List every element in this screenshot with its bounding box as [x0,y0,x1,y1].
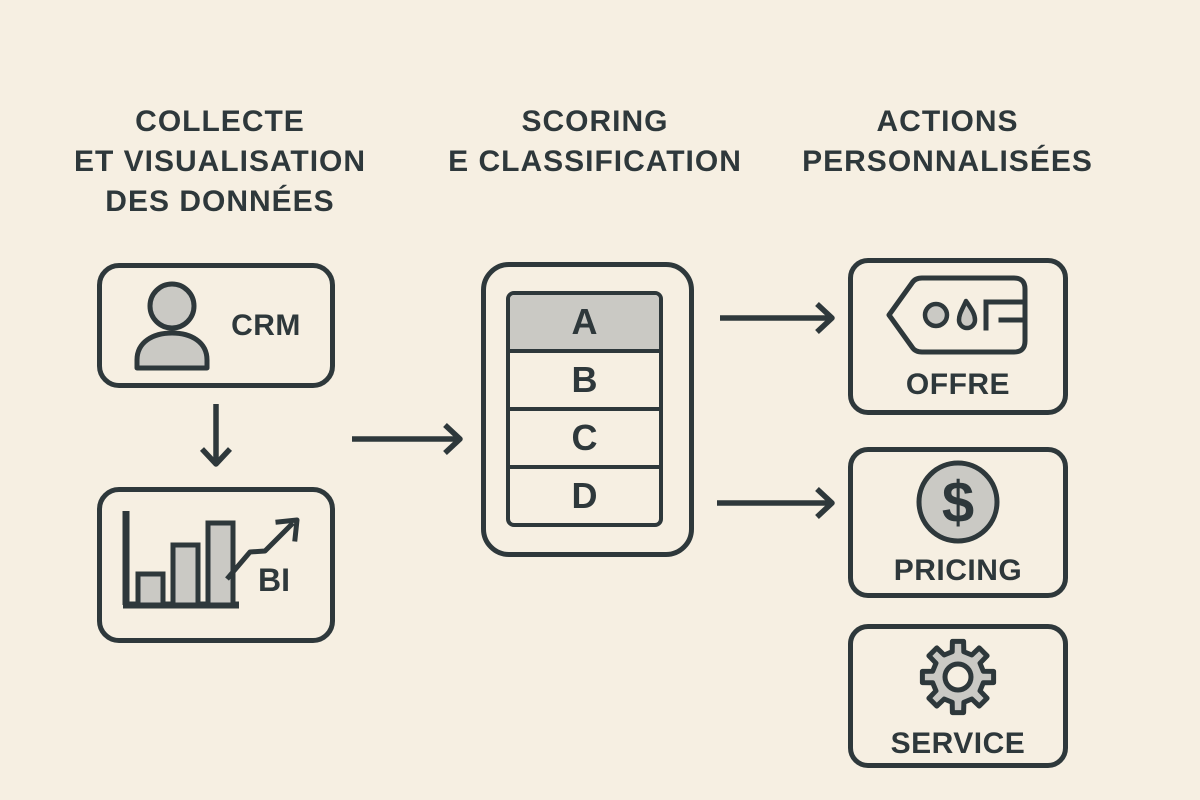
heading-line: COLLECTE [135,105,305,138]
offer-box: OFFRE [848,258,1068,415]
gear-icon [919,638,997,715]
bi-box: BI [97,487,335,643]
crm-label: CRM [231,308,301,342]
pricing-label: PRICING [893,553,1023,587]
heading-line: PERSONNALISÉES [802,145,1093,178]
arrow-crm-to-bi-head [199,447,233,467]
heading-line: DES DONNÉES [105,185,335,218]
heading-scoring: SCORING E CLASSIFICATION [400,102,790,182]
heading-line: E CLASSIFICATION [448,145,742,178]
arrow-left-to-scoring-head [443,422,463,456]
dollar-symbol: $ [942,470,974,535]
dollar-coin-icon: $ [916,460,1000,543]
scoring-row-c: C [510,407,659,465]
heading-collecte: COLLECTE ET VISUALISATION DES DONNÉES [20,102,420,222]
user-icon [134,281,210,370]
scoring-table: A B C D [506,291,663,527]
bi-label: BI [258,562,290,598]
heading-line: ACTIONS [876,105,1019,138]
heading-actions: ACTIONS PERSONNALISÉES [755,102,1140,182]
arrow-scoring-to-pricing-head [815,486,835,520]
service-box: SERVICE [848,624,1068,768]
bar-chart-trend-icon [122,511,300,609]
scoring-row-a: A [510,295,659,349]
price-tag-icon [886,275,1028,354]
heading-line: ET VISUALISATION [73,145,367,178]
arrow-scoring-to-offer-head [815,301,835,335]
service-label: SERVICE [890,726,1026,760]
crm-box: CRM [97,263,335,388]
scoring-row-b: B [510,349,659,407]
heading-line: SCORING [521,105,669,138]
scoring-row-d: D [510,465,659,523]
scoring-box: A B C D [481,262,694,557]
pricing-box: $ PRICING [848,447,1068,598]
offer-label: OFFRE [905,367,1011,401]
